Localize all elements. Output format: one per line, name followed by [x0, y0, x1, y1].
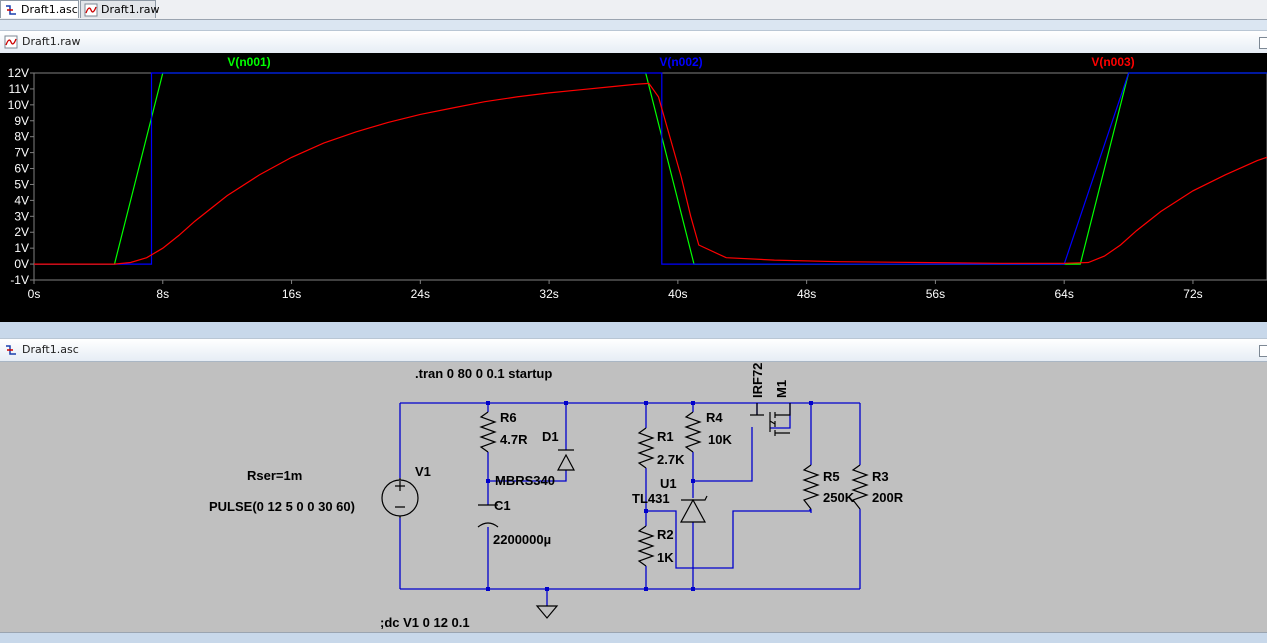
tran-directive[interactable]: .tran 0 80 0 0.1 startup: [415, 366, 552, 381]
d1-name-label: D1: [542, 429, 559, 444]
x-tick-label: 16s: [282, 287, 301, 301]
x-tick-label: 56s: [926, 287, 945, 301]
u1-name-label: U1: [660, 476, 677, 491]
y-tick-label: 7V: [14, 146, 29, 160]
r3-value-label: 200R: [872, 490, 904, 505]
schematic-canvas[interactable]: .tran 0 80 0 0.1 startup ;dc V1 0 12 0.1…: [0, 362, 1267, 632]
trace-label-vn002: V(n002): [659, 55, 702, 69]
capacitor-c1: [477, 504, 499, 528]
r5-value-label: 250K: [823, 490, 855, 505]
trace-label-vn001: V(n001): [227, 55, 270, 69]
shunt-regulator-u1: [679, 495, 708, 523]
series-line-vn003: [34, 82, 1267, 265]
x-tick-label: 64s: [1055, 287, 1074, 301]
y-tick-label: 10V: [8, 98, 29, 112]
restore-button[interactable]: [1259, 37, 1267, 49]
document-tab-bar: Draft1.asc Draft1.raw: [0, 0, 1267, 20]
x-tick-label: 32s: [539, 287, 558, 301]
y-tick-label: 11V: [9, 82, 29, 96]
schematic-drawing: .tran 0 80 0 0.1 startup ;dc V1 0 12 0.1…: [209, 363, 904, 630]
waveform-icon: [4, 35, 18, 49]
r3-name-label: R3: [872, 469, 889, 484]
x-tick-label: 72s: [1183, 287, 1202, 301]
mdi-background: [0, 20, 1267, 31]
waveform-window-titlebar[interactable]: Draft1.raw: [0, 30, 1267, 54]
tab-draft1-raw[interactable]: Draft1.raw: [80, 0, 160, 18]
r2-value-label: 1K: [657, 550, 674, 565]
diode-d1: [557, 449, 575, 471]
tab-label: Draft1.asc: [21, 3, 78, 16]
y-tick-label: 6V: [14, 162, 29, 176]
junctions: [486, 401, 813, 591]
v1-value-label: PULSE(0 12 5 0 0 30 60): [209, 499, 355, 514]
r6-name-label: R6: [500, 410, 517, 425]
window-title: Draft1.asc: [22, 343, 79, 356]
schematic-icon: [6, 5, 16, 15]
v1-rser-label: Rser=1m: [247, 468, 302, 483]
y-tick-label: 3V: [14, 209, 29, 223]
x-tick-label: 8s: [156, 287, 169, 301]
y-tick-label: 0V: [14, 257, 29, 271]
x-tick-label: 48s: [797, 287, 816, 301]
dc-directive[interactable]: ;dc V1 0 12 0.1: [380, 615, 470, 630]
d1-value-label: MBRS340: [495, 473, 555, 488]
y-tick-label: 5V: [14, 177, 29, 191]
wires: [399, 402, 861, 606]
r1-name-label: R1: [657, 429, 674, 444]
waveform-icon: [84, 3, 98, 17]
c1-name-label: C1: [494, 498, 511, 513]
r4-name-label: R4: [706, 410, 723, 425]
y-tick-label: 9V: [14, 114, 29, 128]
r1-value-label: 2.7K: [657, 452, 685, 467]
y-tick-label: 1V: [14, 241, 29, 255]
tab-draft1-asc[interactable]: Draft1.asc: [0, 0, 79, 18]
y-tick-label: 2V: [14, 225, 29, 239]
window-title: Draft1.raw: [22, 35, 81, 48]
resistor-r5: [802, 464, 820, 510]
r5-name-label: R5: [823, 469, 840, 484]
plot-frame: [33, 72, 1267, 281]
x-tick-label: 0s: [28, 287, 41, 301]
r4-value-label: 10K: [708, 432, 732, 447]
trace-label-vn003: V(n003): [1091, 55, 1134, 69]
ground-symbol: [535, 605, 559, 619]
mdi-bottom-edge: [0, 632, 1267, 643]
tab-label: Draft1.raw: [101, 3, 160, 16]
r6-value-label: 4.7R: [500, 432, 528, 447]
u1-value-label: TL431: [632, 491, 670, 506]
x-tick-label: 24s: [411, 287, 430, 301]
mdi-background: [0, 322, 1267, 337]
components: [381, 403, 869, 619]
y-tick-label: 4V: [14, 193, 29, 207]
resistor-r3: [851, 464, 869, 510]
m1-value-label: IRF72: [750, 363, 765, 398]
r2-name-label: R2: [657, 527, 674, 542]
y-tick-label: 12V: [8, 66, 29, 80]
restore-button[interactable]: [1259, 345, 1267, 357]
schematic-icon: [6, 345, 16, 355]
y-tick-label: -1V: [10, 273, 29, 287]
series-line-vn001: [34, 72, 1267, 265]
y-tick-label: 8V: [14, 130, 29, 144]
resistor-r6: [479, 411, 497, 453]
resistor-r4: [684, 411, 702, 453]
c1-value-label: 2200000µ: [493, 532, 551, 547]
resistor-r1: [637, 427, 655, 469]
schematic-window-titlebar[interactable]: Draft1.asc: [0, 338, 1267, 362]
series-line-vn002: [34, 72, 1267, 265]
resistor-r2: [637, 525, 655, 567]
m1-name-label: M1: [774, 380, 789, 398]
x-tick-label: 40s: [668, 287, 687, 301]
v1-name-label: V1: [415, 464, 431, 479]
mosfet-m1: [750, 403, 791, 436]
